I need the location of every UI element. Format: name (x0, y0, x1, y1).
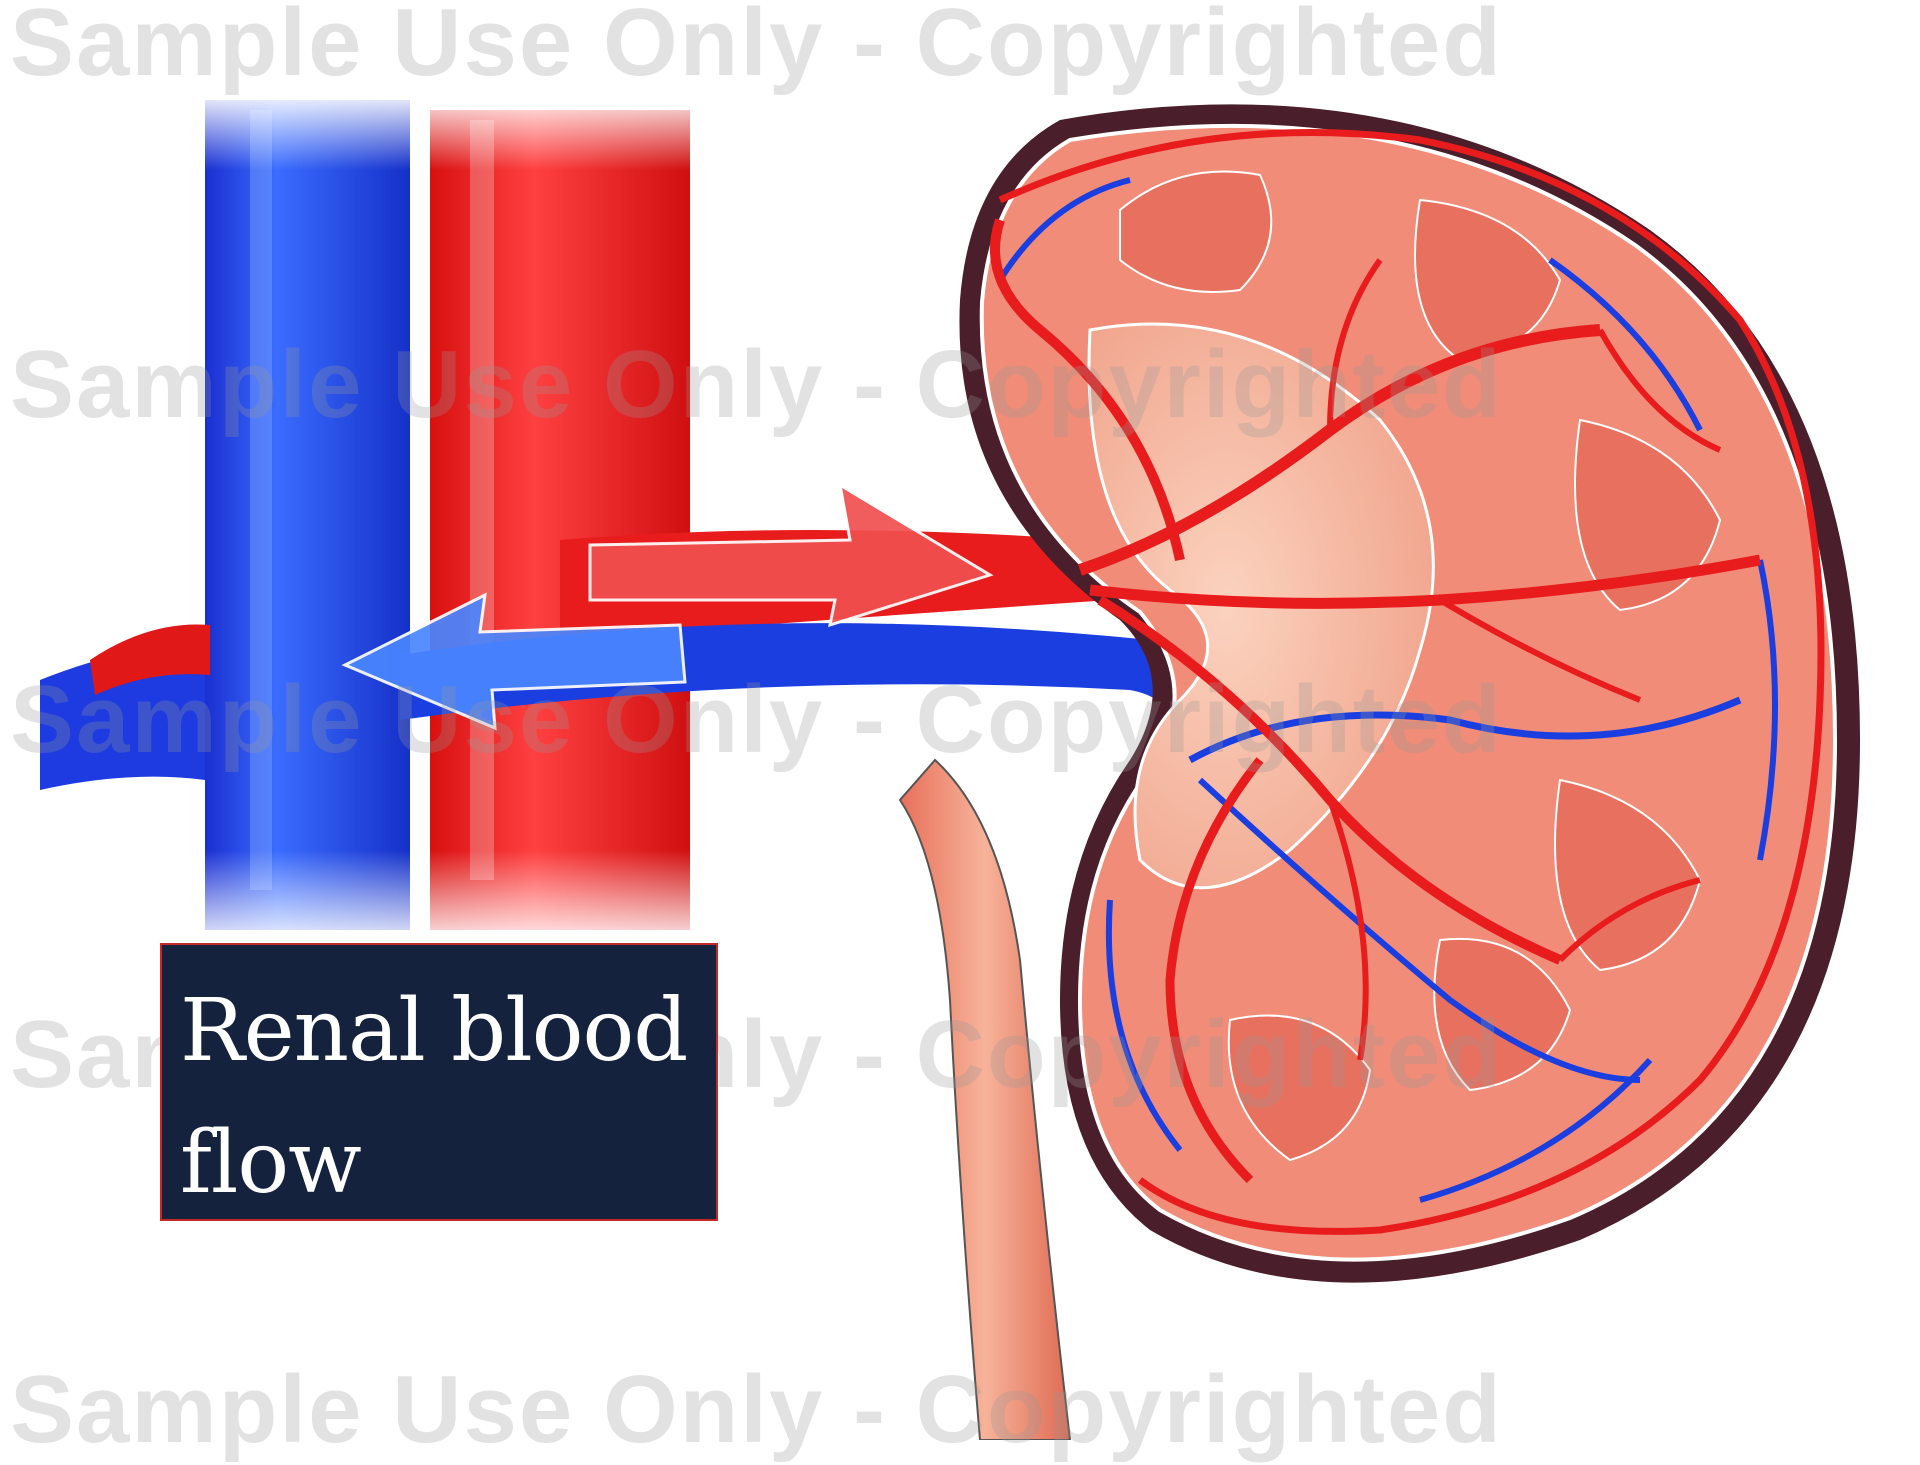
kidney (959, 104, 1860, 1282)
title-label: Renal blood flow (180, 965, 696, 1229)
vena-cava (40, 100, 410, 930)
ureter (900, 760, 1070, 1440)
title-label-box: Renal blood flow (160, 943, 718, 1221)
